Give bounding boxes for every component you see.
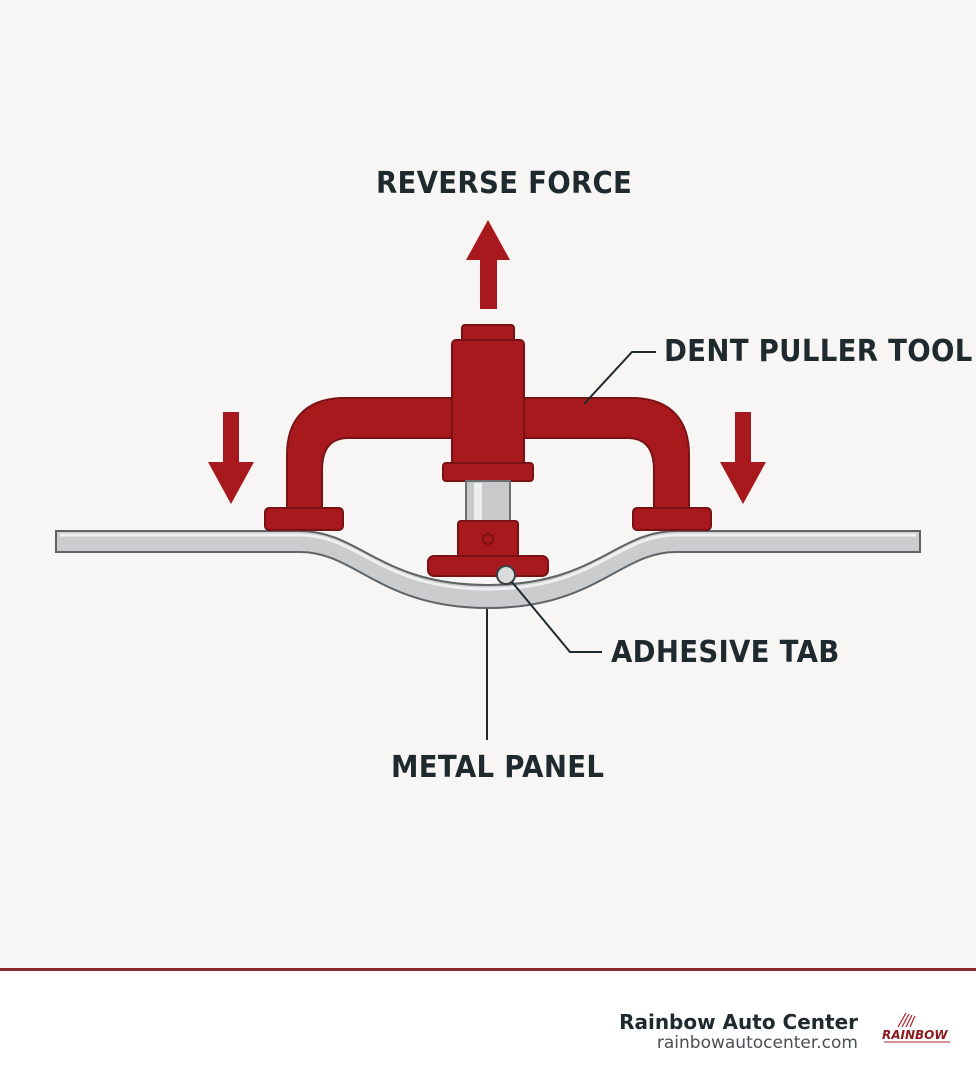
dent-puller-tool [264,324,712,577]
right-foot [632,507,712,531]
left-foot [264,507,344,531]
reverse-force-arrow-icon [466,220,510,309]
label-metal-panel: METAL PANEL [391,750,605,785]
adhesive-tab [496,565,516,585]
metal-panel [55,530,921,610]
brand-url: rainbowautocenter.com [656,1033,858,1053]
brand-logo: RAINBOW [882,1012,950,1043]
steel-shaft [465,480,511,524]
label-dent-puller-tool: DENT PULLER TOOL [664,334,973,369]
right-down-arrow-icon [720,412,766,504]
label-adhesive-tab: ADHESIVE TAB [611,635,840,670]
footer: Rainbow Auto Center rainbowautocenter.co… [0,971,976,1088]
panel-highlight [60,533,916,591]
dent-repair-diagram [55,220,921,740]
tab-leader-line [511,581,602,653]
tool-bridge [286,397,453,511]
brand-name: Rainbow Auto Center [619,1010,858,1034]
logo-wordmark: RAINBOW [882,1028,948,1042]
left-down-arrow-icon [208,412,254,504]
puller-base [427,555,549,577]
tool-center-body [451,339,525,469]
label-reverse-force: REVERSE FORCE [376,166,633,201]
tool-leader-line [583,351,656,405]
footer-divider [0,968,976,971]
